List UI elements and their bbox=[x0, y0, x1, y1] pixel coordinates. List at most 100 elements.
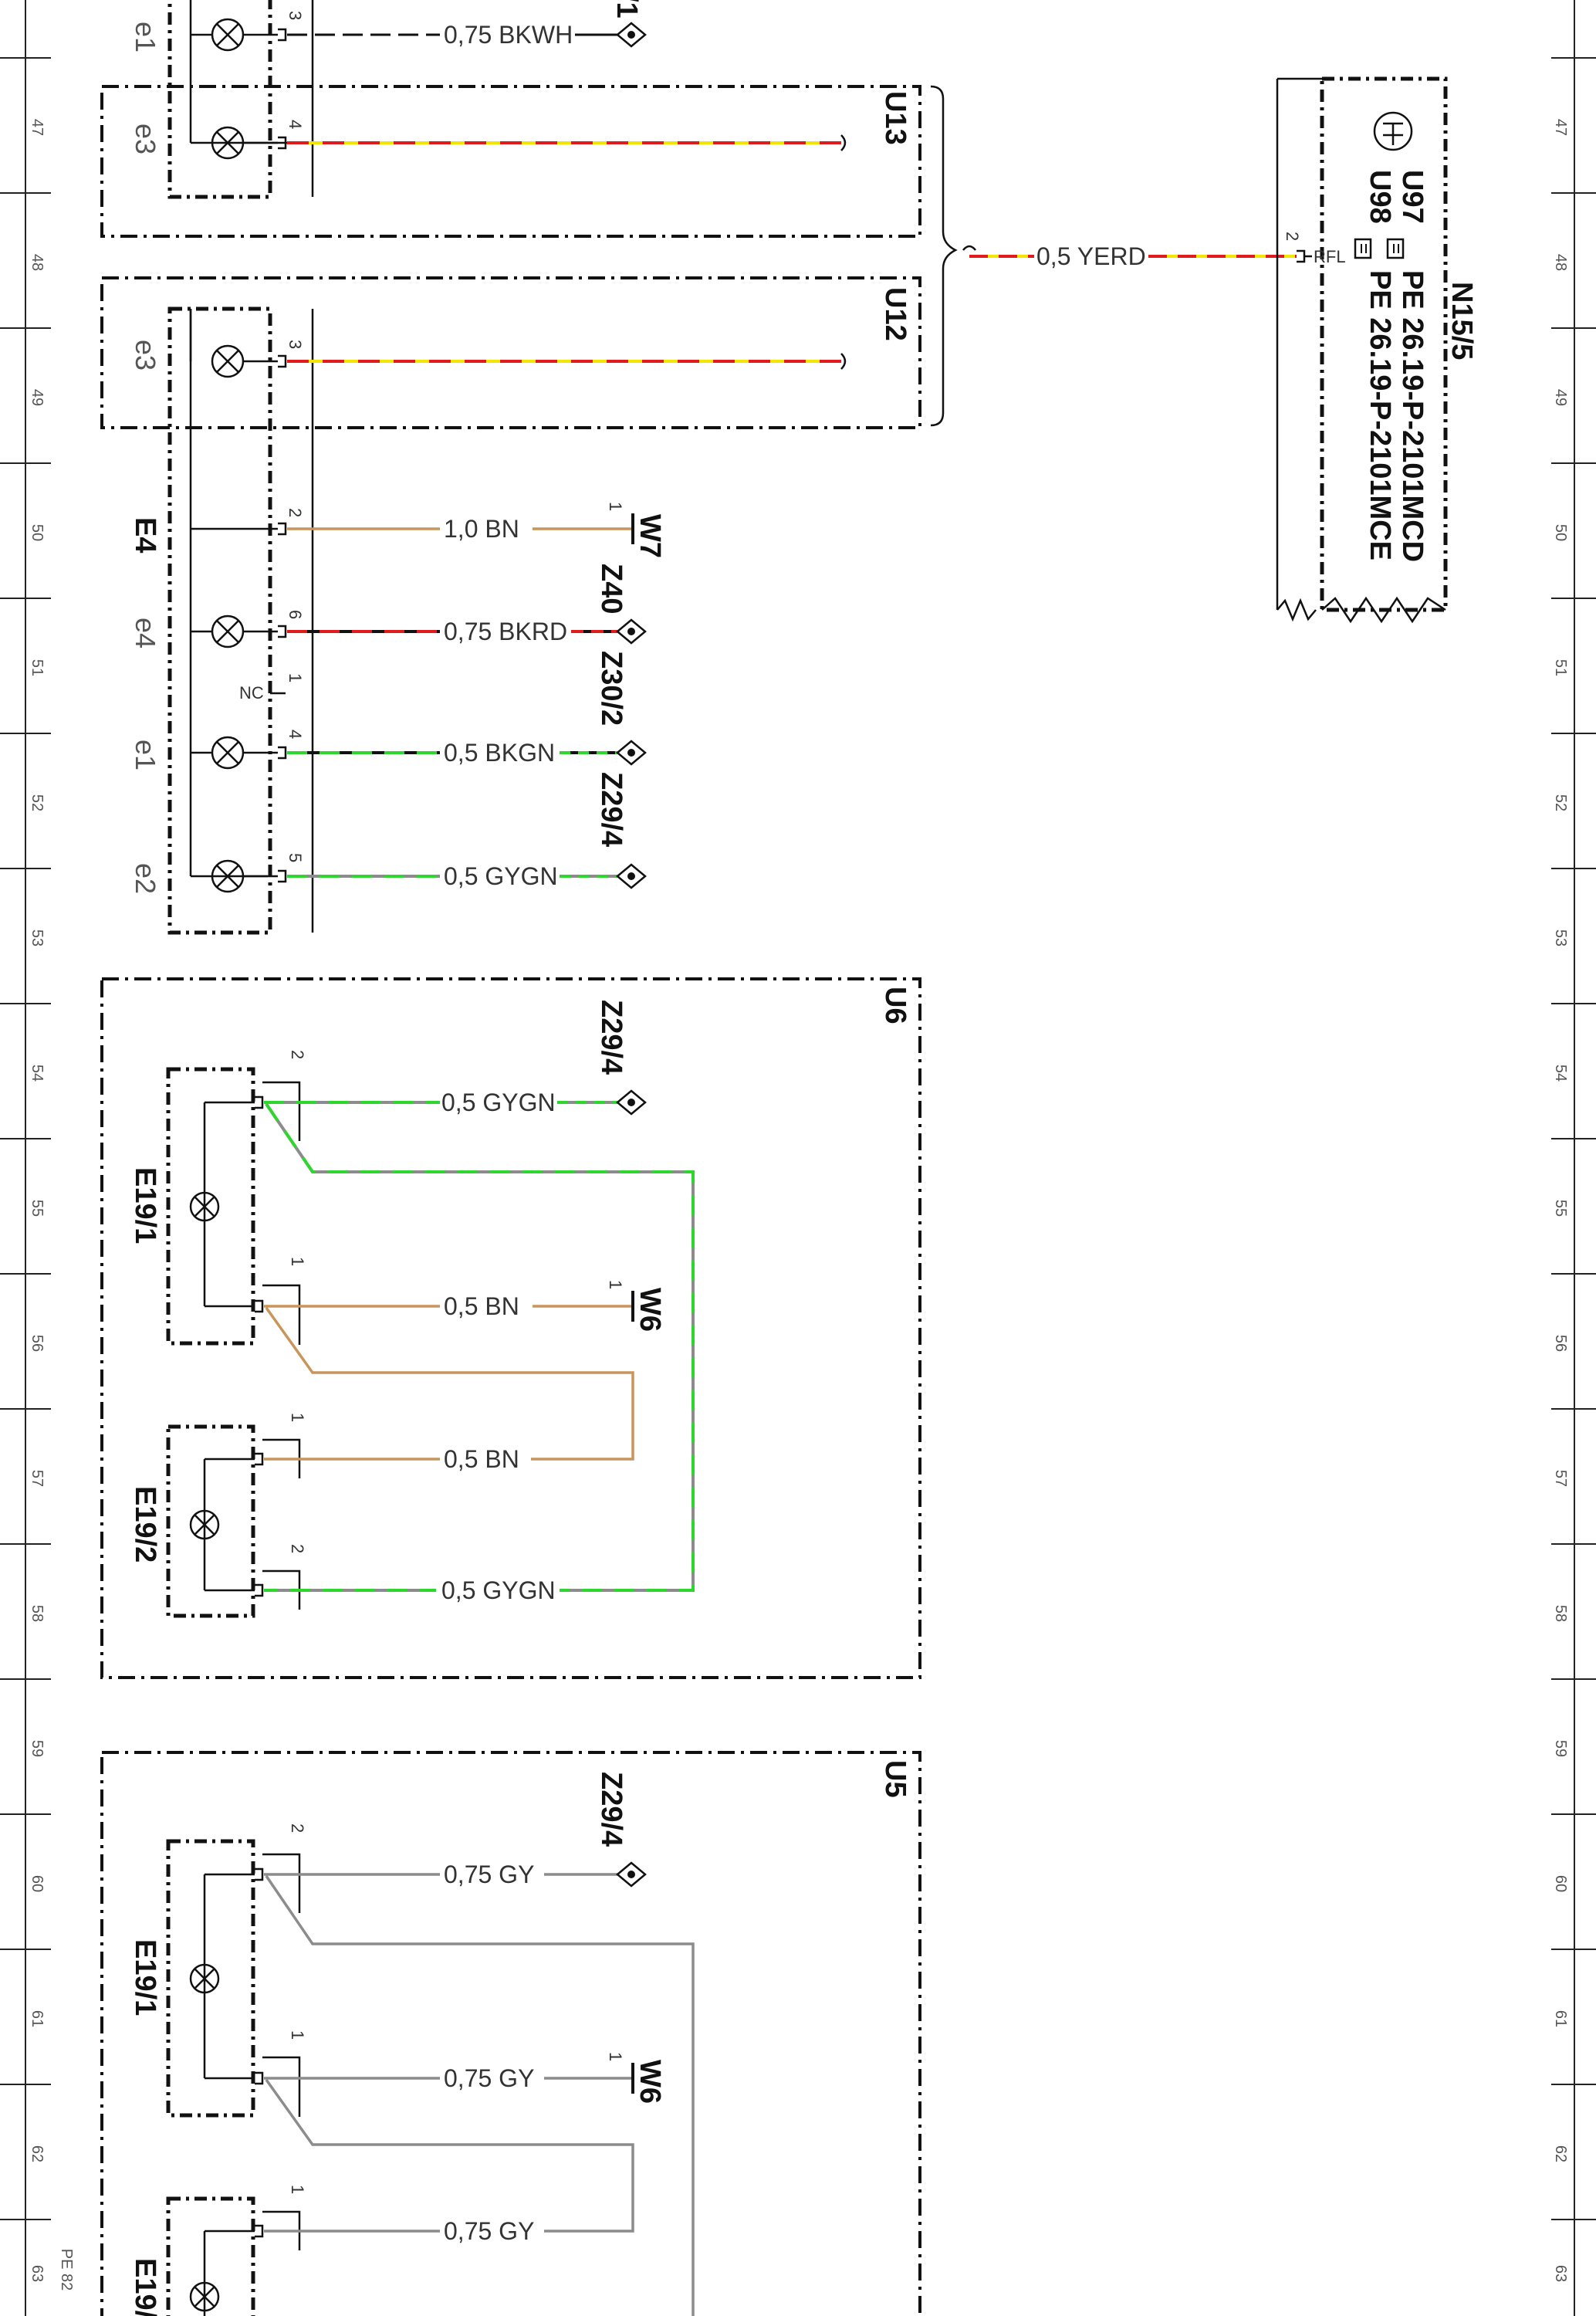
lamp-element-label: e3 bbox=[130, 340, 161, 371]
row-number: 54 bbox=[29, 1065, 46, 1082]
reference-doc: PE 26.19-P-2101MCE bbox=[1364, 270, 1396, 560]
row-number: 55 bbox=[29, 1200, 46, 1217]
lamp-unit-top: U13 U12 e1 e3 e3 E4 bbox=[100, 0, 958, 935]
splice-label: Z29/4 bbox=[595, 1772, 627, 1847]
n15-5-label: N15/5 bbox=[1446, 282, 1478, 360]
row-number: 52 bbox=[1552, 794, 1569, 811]
splice-label: Z40 bbox=[595, 564, 627, 614]
row-number: 61 bbox=[29, 2010, 46, 2027]
page-reference: PE 82 bbox=[58, 2249, 75, 2291]
pin-number: 1 bbox=[606, 2052, 625, 2061]
row-number: 63 bbox=[1552, 2265, 1569, 2282]
row-number: 51 bbox=[1552, 659, 1569, 676]
row-number: 61 bbox=[1552, 2010, 1569, 2027]
pin-number: 2 bbox=[288, 1050, 307, 1059]
row-number: 63 bbox=[29, 2265, 46, 2282]
row-number: 48 bbox=[1552, 254, 1569, 271]
e19-1-enclosure bbox=[166, 1839, 255, 2118]
row-number: 54 bbox=[1552, 1065, 1569, 1082]
reference-code: U97 bbox=[1396, 170, 1429, 224]
u5-label: U5 bbox=[879, 1760, 911, 1798]
conductor-label: 0,5 YERD bbox=[1036, 242, 1146, 270]
row-number: 56 bbox=[1552, 1335, 1569, 1352]
u12-enclosure bbox=[100, 276, 921, 429]
conductor-label: 0,75 GY bbox=[444, 2217, 534, 2245]
splice-icon bbox=[616, 1861, 647, 1888]
row-number: 51 bbox=[29, 659, 46, 676]
row-number: 53 bbox=[29, 929, 46, 946]
ground-label: W6 bbox=[634, 2060, 666, 2104]
ground-point-icon bbox=[616, 22, 647, 48]
row-number: 60 bbox=[1552, 1875, 1569, 1892]
pin-number: 5 bbox=[286, 853, 305, 862]
row-number: 55 bbox=[1552, 1200, 1569, 1217]
conductor-label: 0,75 BKWH bbox=[444, 21, 573, 49]
row-number: 47 bbox=[1552, 119, 1569, 136]
e19-cut-label: E19/ bbox=[129, 2258, 161, 2316]
conductor-label: 0,75 GY bbox=[444, 1861, 534, 1888]
ground-label: W7 bbox=[634, 514, 666, 558]
splice-label: Z29/4 bbox=[595, 772, 627, 847]
u13-enclosure bbox=[100, 85, 921, 238]
lamp-element-label: e3 bbox=[130, 124, 161, 154]
splice-label: Z30/2 bbox=[595, 651, 627, 726]
u5-enclosure bbox=[100, 1751, 921, 2316]
pin-number: 2 bbox=[286, 508, 305, 517]
pin-number: 6 bbox=[286, 610, 305, 619]
conductor-label: 0,5 GYGN bbox=[444, 862, 558, 890]
e4-label: E4 bbox=[129, 517, 161, 553]
row-number: 50 bbox=[29, 524, 46, 541]
row-number: 57 bbox=[1552, 1470, 1569, 1487]
e19-2-enclosure bbox=[166, 1424, 255, 1618]
pin-number: 2 bbox=[288, 1544, 307, 1553]
n15-5-enclosure bbox=[1320, 76, 1448, 612]
left-ruler: 47 48 49 50 51 52 53 54 55 56 57 58 59 6… bbox=[0, 0, 75, 2316]
splice-icon bbox=[616, 618, 647, 645]
splice-label: Z29/4 bbox=[595, 1000, 627, 1075]
conductor-label: 1,0 BN bbox=[444, 515, 519, 543]
lamp-element-label: e2 bbox=[130, 863, 161, 894]
pin-number: 1 bbox=[288, 2030, 307, 2040]
conductor-label: 0,75 GY bbox=[444, 2064, 534, 2092]
lamp-element-label: e1 bbox=[130, 22, 161, 52]
document-icon bbox=[1354, 238, 1372, 259]
reference-doc: PE 26.19-P-2101MCD bbox=[1396, 270, 1429, 562]
conductor-label: 0,5 BN bbox=[444, 1292, 519, 1320]
row-number: 62 bbox=[29, 2145, 46, 2162]
lamp-icon bbox=[189, 1963, 220, 1994]
n15-5-module: N15/5 U97 U98 PE 26.19-P-2101MCD PE 26.1… bbox=[1276, 76, 1478, 624]
pin-number: 2 bbox=[1283, 232, 1302, 241]
bundle-brace bbox=[930, 85, 958, 427]
u12-label: U12 bbox=[879, 287, 911, 341]
pin-number: 1 bbox=[606, 502, 625, 511]
row-number: 58 bbox=[1552, 1605, 1569, 1622]
row-number: 49 bbox=[29, 389, 46, 406]
reference-code: U98 bbox=[1364, 170, 1396, 224]
conductor-label: 0,5 GYGN bbox=[441, 1576, 556, 1604]
pin-number: 3 bbox=[286, 340, 305, 349]
row-number: 53 bbox=[1552, 929, 1569, 946]
e19-1-label: E19/1 bbox=[129, 1167, 161, 1244]
row-number: 59 bbox=[29, 1740, 46, 1757]
ground-point-label: /1 bbox=[610, 0, 643, 19]
conductor-label: 0,5 BKGN bbox=[444, 739, 555, 767]
row-number: 49 bbox=[1552, 389, 1569, 406]
pin-rfl: RFL bbox=[1314, 247, 1346, 266]
document-icon bbox=[1386, 238, 1405, 259]
pin-number: 1 bbox=[288, 1257, 307, 1266]
row-number: 52 bbox=[29, 794, 46, 811]
u13-label: U13 bbox=[879, 91, 911, 145]
pin-number: 1 bbox=[288, 1413, 307, 1422]
lamp-icon bbox=[189, 1509, 220, 1540]
row-number: 47 bbox=[29, 119, 46, 136]
lamp-element-label: e1 bbox=[130, 740, 161, 770]
lamp-enclosure-upper bbox=[167, 0, 272, 199]
conductor-label: 0,5 BN bbox=[444, 1445, 519, 1473]
row-number: 57 bbox=[29, 1470, 46, 1487]
e4-enclosure bbox=[167, 306, 272, 935]
splice-icon bbox=[616, 863, 647, 889]
right-ruler: 47 48 49 50 51 52 53 54 55 56 57 58 59 6… bbox=[1551, 0, 1596, 2316]
pin-number: 4 bbox=[286, 730, 305, 739]
row-number: 58 bbox=[29, 1605, 46, 1622]
lamp-icon bbox=[189, 2281, 220, 2312]
